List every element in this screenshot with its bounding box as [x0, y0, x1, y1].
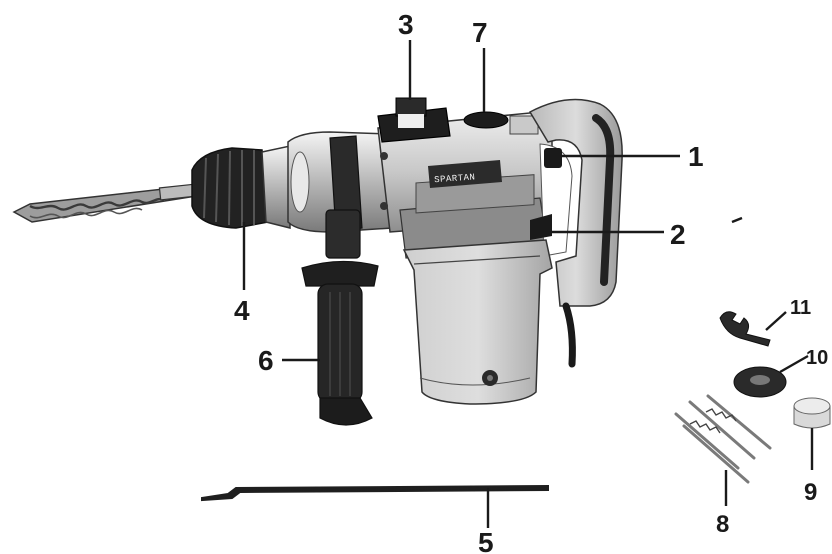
rear-handle: [528, 98, 623, 307]
callout-11: 11: [790, 297, 811, 319]
callout-1: 1: [688, 141, 704, 172]
depth-gauge-rod: [201, 484, 549, 502]
callout-4: 4: [234, 295, 250, 326]
chuck: [191, 147, 269, 229]
lock-on-button: [530, 214, 552, 240]
side-handle: [301, 135, 379, 426]
grease-disc: [733, 366, 787, 398]
wrench: [719, 311, 771, 347]
callout-8: 8: [716, 511, 729, 538]
callout-7: 7: [472, 17, 488, 48]
callout-2: 2: [670, 219, 686, 250]
brand-label: SPARTAN: [434, 172, 476, 185]
callout-10: 10: [806, 347, 828, 369]
callout-5: 5: [478, 527, 494, 554]
dust-cap: [793, 397, 831, 429]
callout-9: 9: [804, 479, 817, 506]
drill-bit: [12, 183, 198, 223]
callout-numbers: 1 2 3 7 4 6 5 8 9 10 11: [234, 9, 828, 554]
lock-button: [463, 111, 539, 135]
callout-3: 3: [398, 9, 414, 40]
stray-mark: [731, 216, 743, 224]
trigger-switch: [544, 148, 562, 168]
power-cord: [562, 302, 576, 368]
motor-housing: [402, 239, 553, 405]
mode-selector-knob: [377, 97, 451, 143]
leader-lines: [242, 40, 814, 528]
drill-bits-set: [674, 394, 772, 484]
callout-6: 6: [258, 345, 274, 376]
